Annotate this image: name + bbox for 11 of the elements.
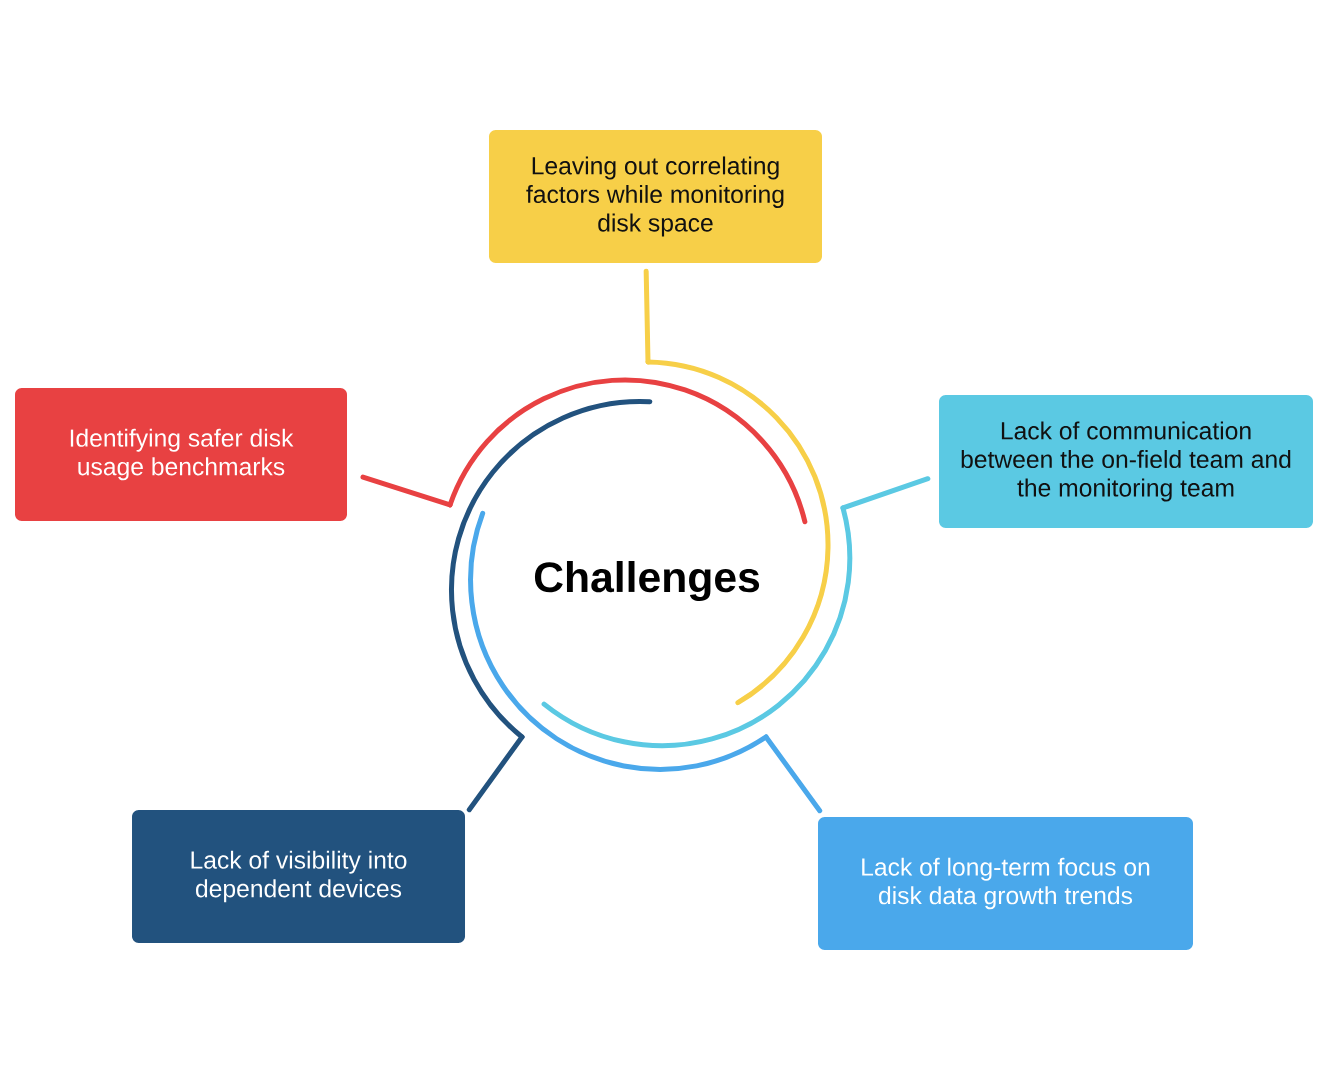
challenge-box: Lack of communication between the on-field team and the monitoring team: [939, 395, 1313, 528]
challenge-box: Identifying safer disk usage benchmarks: [15, 388, 347, 521]
challenge-box: Lack of long-term focus on disk data growth trends: [818, 817, 1193, 950]
challenge-box: Lack of visibility into dependent devices: [132, 810, 465, 943]
connector-line: [643, 268, 651, 365]
connector-line: [763, 734, 823, 814]
connector-line: [466, 734, 525, 813]
connector-line: [360, 474, 453, 508]
challenge-box: Leaving out correlating factors while monitoring disk space: [489, 130, 822, 263]
center-label: Challenges: [534, 561, 760, 601]
connector-line: [840, 476, 931, 511]
